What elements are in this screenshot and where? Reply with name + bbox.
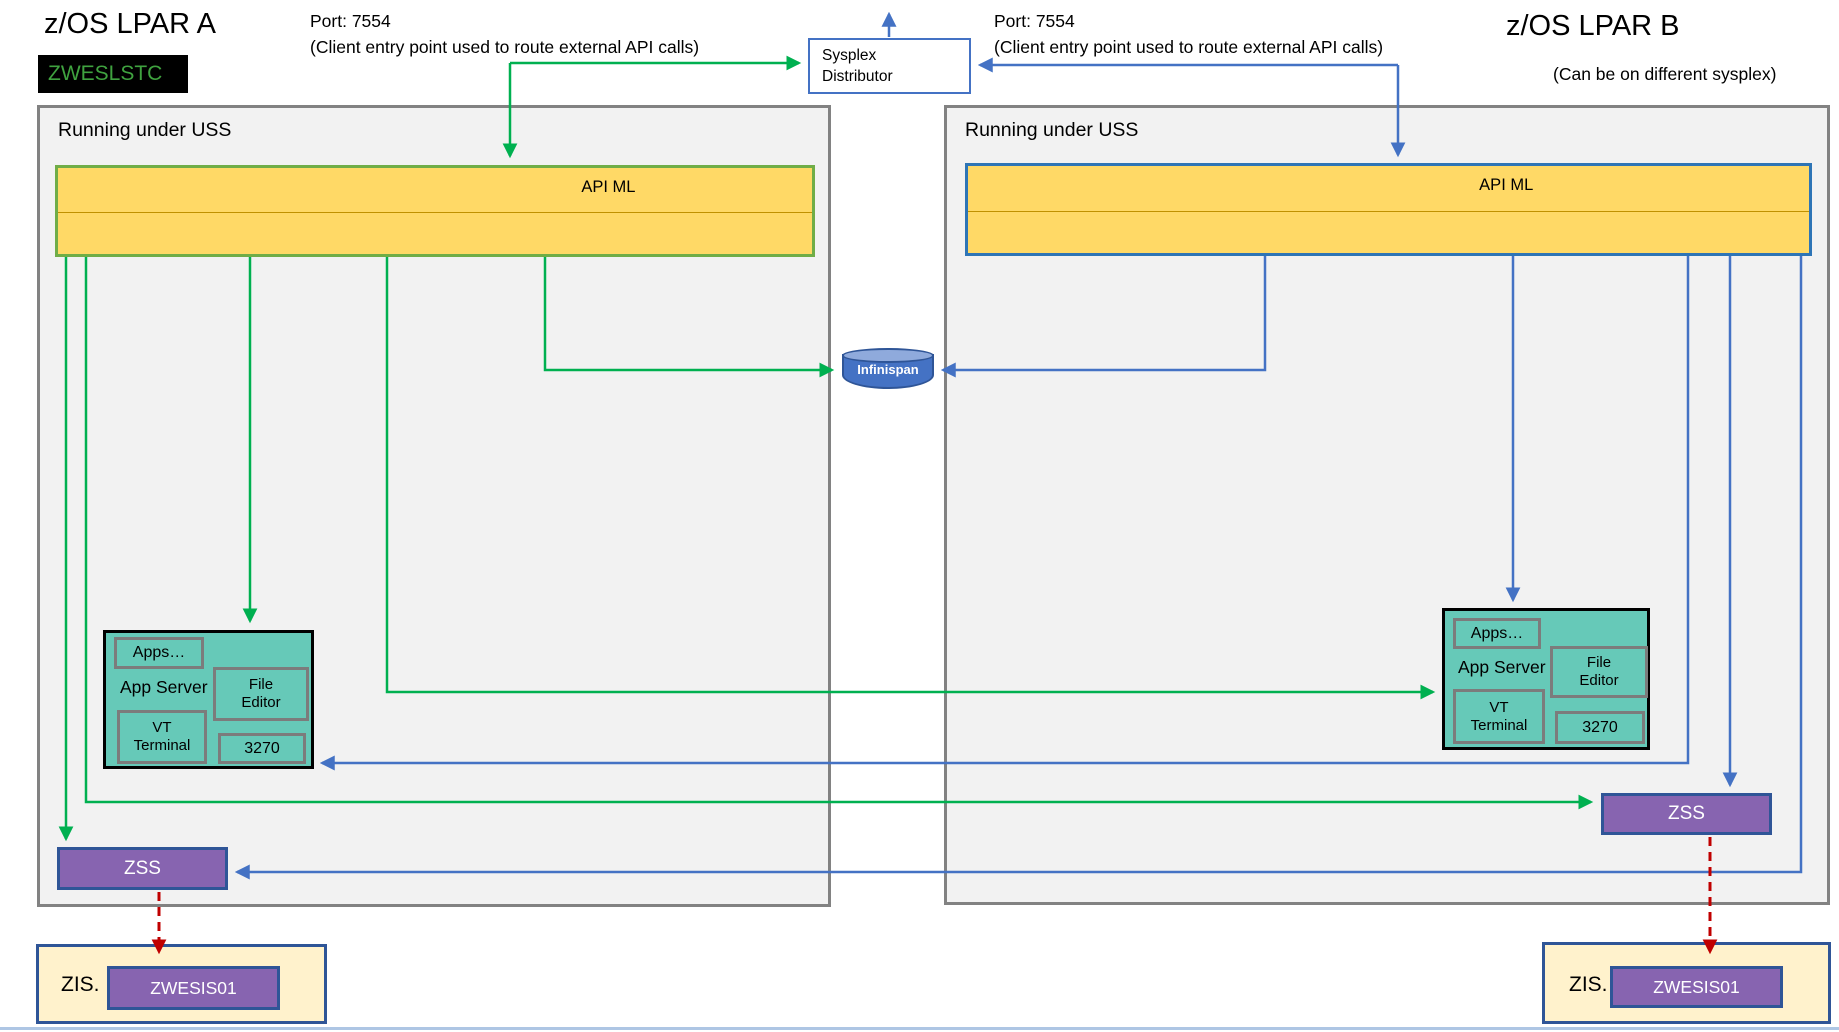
apps-box-a: Apps… xyxy=(114,637,204,669)
apiml-divider-b xyxy=(968,211,1809,212)
infinispan-cylinder-top xyxy=(842,348,934,363)
sysplex-distributor-box: Sysplex Distributor xyxy=(808,38,971,94)
zis-label-a: ZIS. xyxy=(61,973,100,996)
app-server-title-a: App Server xyxy=(120,677,208,697)
port-description-a: (Client entry point used to route extern… xyxy=(310,37,700,57)
vt-terminal-box-a: VT Terminal xyxy=(117,710,207,764)
zweslstc-badge: ZWESLSTC xyxy=(38,55,188,93)
zis-box-a: ZIS. ZWESIS01 xyxy=(36,944,327,1024)
t3270-box-b: 3270 xyxy=(1555,711,1645,744)
file-editor-box-a: File Editor xyxy=(213,667,309,721)
vt-terminal-box-b: VT Terminal xyxy=(1453,689,1545,744)
infinispan-label: Infinispan xyxy=(857,362,919,377)
zss-box-b: ZSS xyxy=(1601,793,1772,835)
app-server-title-b: App Server xyxy=(1458,657,1546,677)
port-label-a: Port: 7554 xyxy=(310,11,391,31)
port-description-b: (Client entry point used to route extern… xyxy=(994,37,1384,57)
infinispan-cylinder: Infinispan xyxy=(842,348,934,392)
file-editor-box-b: File Editor xyxy=(1550,646,1648,698)
lpar-b-title: z/OS LPAR B xyxy=(1506,10,1680,42)
zwesis01-box-a: ZWESIS01 xyxy=(107,966,280,1010)
apiml-box-b: API ML xyxy=(965,163,1812,256)
apiml-divider-a xyxy=(58,212,812,213)
port-note-a: Port: 7554 (Client entry point used to r… xyxy=(310,8,699,60)
app-server-box-b: Apps… App Server File Editor VT Terminal… xyxy=(1442,608,1650,750)
port-label-b: Port: 7554 xyxy=(994,11,1075,31)
apiml-label-b: API ML xyxy=(1479,176,1534,194)
uss-label-b: Running under USS xyxy=(965,119,1139,141)
zss-box-a: ZSS xyxy=(57,847,228,890)
apiml-box-a: API ML xyxy=(55,165,815,257)
zis-box-b: ZIS. ZWESIS01 xyxy=(1542,942,1831,1024)
app-server-box-a: Apps… App Server File Editor VT Terminal… xyxy=(103,630,314,769)
lpar-b-note: (Can be on different sysplex) xyxy=(1553,64,1777,84)
apiml-label-a: API ML xyxy=(581,178,636,196)
uss-label-a: Running under USS xyxy=(58,119,232,141)
apps-box-b: Apps… xyxy=(1453,618,1541,649)
t3270-box-a: 3270 xyxy=(218,733,306,764)
zis-label-b: ZIS. xyxy=(1569,973,1608,996)
zwesis01-box-b: ZWESIS01 xyxy=(1610,966,1783,1008)
bottom-edge-rule xyxy=(0,1027,1839,1030)
port-note-b: Port: 7554 (Client entry point used to r… xyxy=(994,8,1383,60)
lpar-a-title: z/OS LPAR A xyxy=(44,8,216,40)
